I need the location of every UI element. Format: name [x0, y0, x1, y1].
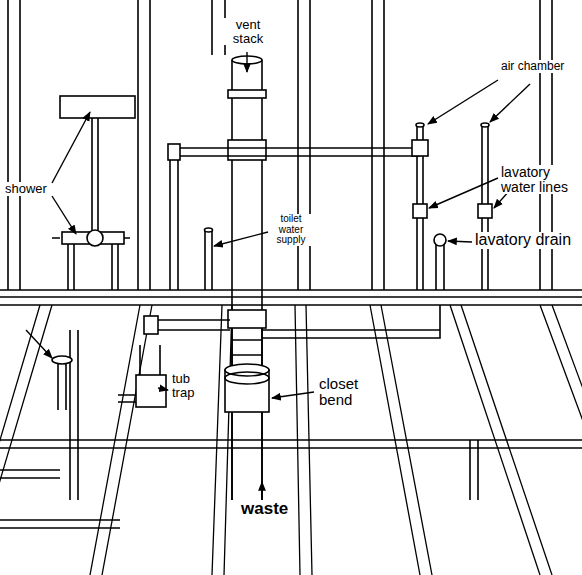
vent-stack-pipe: [228, 56, 266, 500]
part-label: shower: [4, 182, 48, 196]
part-label: tub trap: [171, 372, 207, 399]
part-label: vent stack: [222, 18, 274, 45]
leader-lines: [26, 52, 530, 498]
closet-bend: [225, 340, 269, 500]
part-label: lavatory water lines: [500, 165, 574, 194]
water-supply-line: [168, 144, 420, 290]
part-label: lavatory drain: [474, 232, 572, 249]
part-label: toilet water supply: [270, 214, 312, 246]
part-label: closet bend: [318, 376, 372, 408]
part-label: air chamber: [500, 60, 565, 73]
shower-piping: [52, 96, 135, 290]
floor-plate: [0, 290, 582, 305]
drain-piping: [0, 305, 478, 500]
lavatory-piping: [412, 123, 492, 290]
part-label: waste: [240, 500, 289, 518]
floor-joists: [0, 305, 582, 575]
wall-studs: [8, 0, 552, 290]
